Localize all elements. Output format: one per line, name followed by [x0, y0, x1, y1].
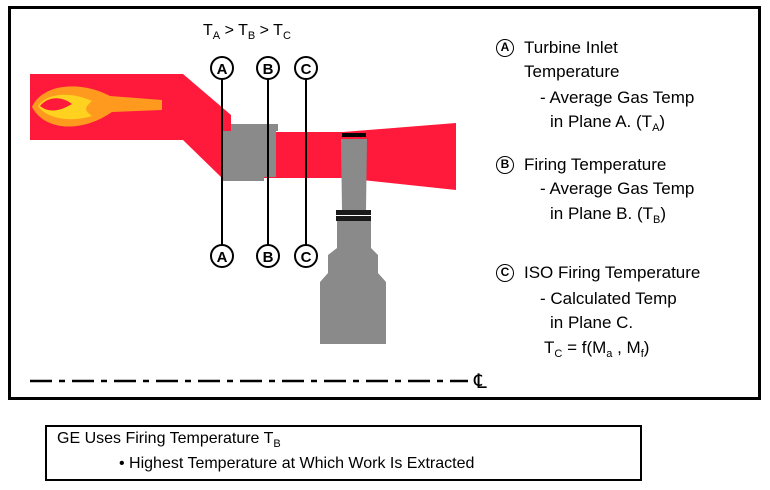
- legend-a-plane: in Plane A. (TA): [550, 112, 666, 134]
- legend-c-desc: - Calculated Temp: [540, 289, 677, 308]
- legend-b-desc: - Average Gas Temp: [540, 179, 695, 198]
- legend-b-badge: B: [496, 156, 514, 174]
- platform-band-2: [336, 216, 371, 221]
- plane-b-top-badge: [256, 56, 280, 80]
- plane-a-top-label: A: [217, 61, 228, 78]
- footer-bullet: • Highest Temperature at Which Work Is E…: [119, 455, 475, 472]
- plane-c-top-badge: [294, 56, 318, 80]
- plane-a-bottom-badge: [210, 244, 234, 268]
- legend-c-badge: C: [496, 264, 514, 282]
- nozzle-shroud: [231, 124, 278, 131]
- nozzle-shroud-lip: [222, 177, 264, 181]
- legend-a-badge: A: [496, 39, 514, 57]
- bucket-tip-band: [342, 133, 366, 137]
- plane-c-top-label: C: [301, 61, 312, 78]
- plane-c-bottom-label: C: [301, 249, 312, 266]
- centerline-symbol: ℄: [473, 369, 487, 393]
- legend-a-title-2: Temperature: [524, 62, 620, 81]
- plane-a-top-badge: [210, 56, 234, 80]
- plane-b-top-label: B: [263, 61, 274, 78]
- plane-b-bottom-badge: [256, 244, 280, 268]
- plane-a-bottom-label: A: [217, 249, 228, 266]
- legend-c-plane: in Plane C.: [550, 313, 634, 332]
- plane-b-bottom-label: B: [263, 249, 274, 266]
- diagram-frame: [8, 6, 761, 400]
- footer-title: GE Uses Firing Temperature TB: [57, 430, 281, 450]
- legend-c-formula: TC = f(Ma , Mf): [544, 338, 650, 360]
- legend-b-title: Firing Temperature: [524, 155, 667, 174]
- temperature-relation: TA > TB > TC: [203, 22, 291, 42]
- footer-note: GE Uses Firing Temperature TB • Highest …: [45, 425, 642, 481]
- bucket-airfoil: [341, 139, 367, 210]
- legend-c-title: ISO Firing Temperature: [524, 263, 701, 282]
- plane-c-bottom-badge: [294, 244, 318, 268]
- legend-b-plane: in Plane B. (TB): [550, 204, 667, 226]
- legend-a-title: Turbine Inlet: [524, 38, 618, 57]
- bucket-shank-dovetail: [320, 221, 386, 344]
- legend-a-desc: - Average Gas Temp: [540, 88, 695, 107]
- platform-band-1: [336, 210, 371, 215]
- flame-tip: [40, 98, 72, 111]
